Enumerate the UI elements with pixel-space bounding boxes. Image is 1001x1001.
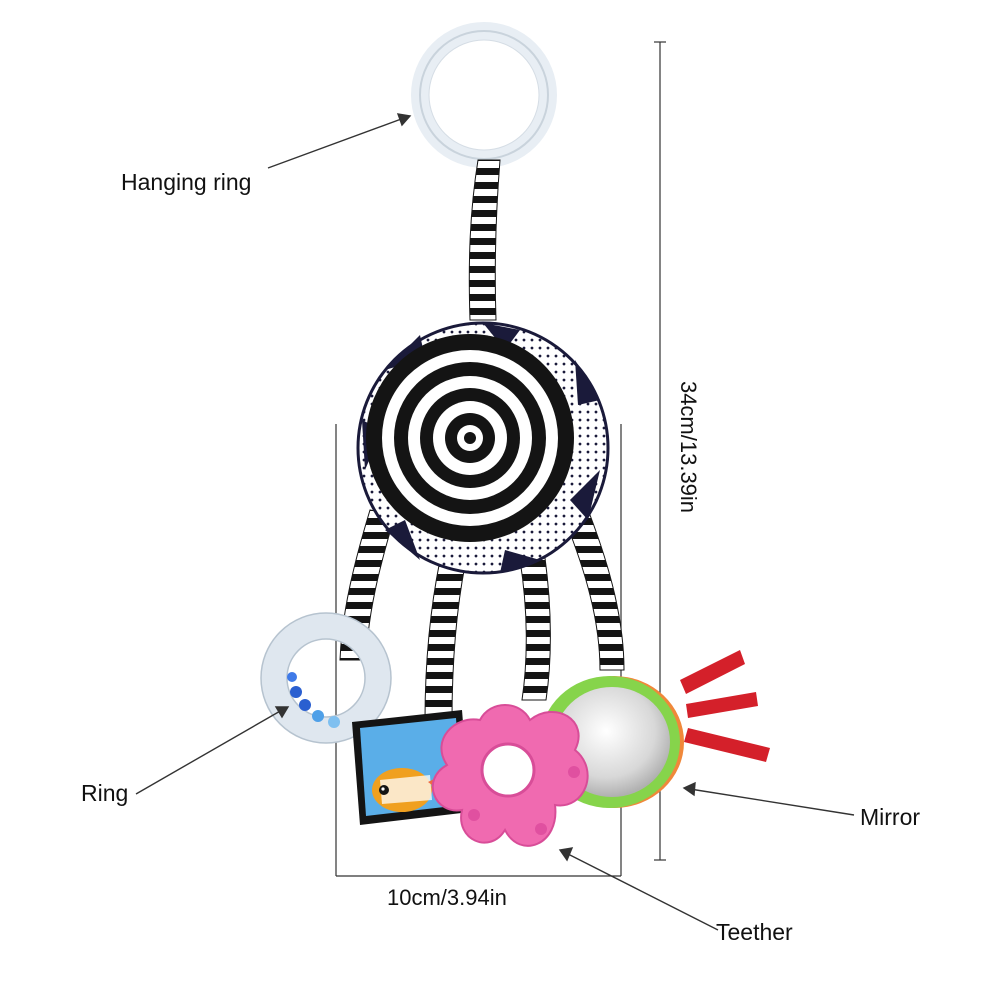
top-strap [468,159,501,321]
hanging-ring-part [411,22,557,168]
hanging-ring-label: Hanging ring [121,169,252,195]
height-dimension-label: 34cm/13.39in [676,380,701,514]
mirror-label: Mirror [860,804,921,830]
bullseye-ball [356,321,610,575]
teether-label: Teether [716,919,793,945]
width-dimension-label: 10cm/3.94in [387,885,507,910]
ribbons [680,650,770,762]
teether-part [431,704,589,847]
callout-arrows [135,113,855,931]
ring-label: Ring [81,780,129,806]
rattle-ring-part [260,612,392,744]
